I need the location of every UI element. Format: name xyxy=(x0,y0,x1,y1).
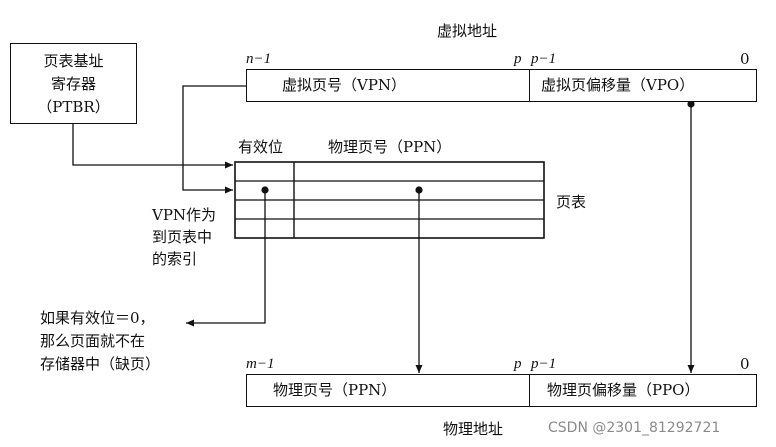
ppo-field-label: 物理页偏移量（PPO） xyxy=(547,381,700,399)
vpn-index-arrow xyxy=(182,85,256,194)
page-table-grid xyxy=(234,161,545,239)
virtual-address-register: 虚拟页号（VPN） 虚拟页偏移量（VPO） xyxy=(246,69,757,102)
valid-bit-miss-arrow xyxy=(186,190,266,327)
vpn-index-note-line-3: 的索引 xyxy=(152,250,198,268)
physical-bit-zero: 0 xyxy=(740,355,750,373)
ppn-ppo-divider xyxy=(529,375,530,406)
ptbr-line-2: 寄存器 xyxy=(50,75,96,93)
page-fault-note-line-1: 如果有效位＝0， xyxy=(40,309,155,327)
virtual-address-title: 虚拟地址 xyxy=(437,22,498,40)
ptbr-line-1: 页表基址 xyxy=(43,52,104,70)
physical-bit-high: m−1 xyxy=(246,356,275,372)
page-fault-note-line-3: 存储器中（缺页） xyxy=(40,355,161,373)
page-fault-note-line-2: 那么页面就不在 xyxy=(40,332,146,350)
physical-address-register: 物理页号（PPN） 物理页偏移量（PPO） xyxy=(246,374,757,407)
valid-bit-header: 有效位 xyxy=(238,138,284,156)
virtual-bit-p-minus-1: p−1 xyxy=(531,51,557,67)
ptbr-line-3: （PTBR） xyxy=(37,98,110,116)
vpn-vpo-divider xyxy=(529,70,530,101)
physical-address-title: 物理地址 xyxy=(443,420,504,438)
ptbr-to-page-table-arrow xyxy=(72,124,233,169)
vpn-field-label: 虚拟页号（VPN） xyxy=(282,76,407,94)
ppn-field-label: 物理页号（PPN） xyxy=(273,381,397,399)
watermark: CSDN @2301_81292721 xyxy=(548,420,721,436)
virtual-bit-zero: 0 xyxy=(740,50,750,68)
vpn-index-note-line-1: VPN作为 xyxy=(152,206,217,224)
vpn-index-note-line-2: 到页表中 xyxy=(152,228,213,246)
virtual-bit-p: p xyxy=(514,51,522,67)
vpo-field-label: 虚拟页偏移量（VPO） xyxy=(541,76,695,94)
ptbr-box: 页表基址 寄存器 （PTBR） xyxy=(10,43,137,124)
physical-bit-p-minus-1: p−1 xyxy=(531,356,557,372)
virtual-bit-high: n−1 xyxy=(246,51,272,67)
physical-bit-p: p xyxy=(514,356,522,372)
page-table-label: 页表 xyxy=(556,193,587,211)
ppn-column-header: 物理页号（PPN） xyxy=(328,138,452,156)
